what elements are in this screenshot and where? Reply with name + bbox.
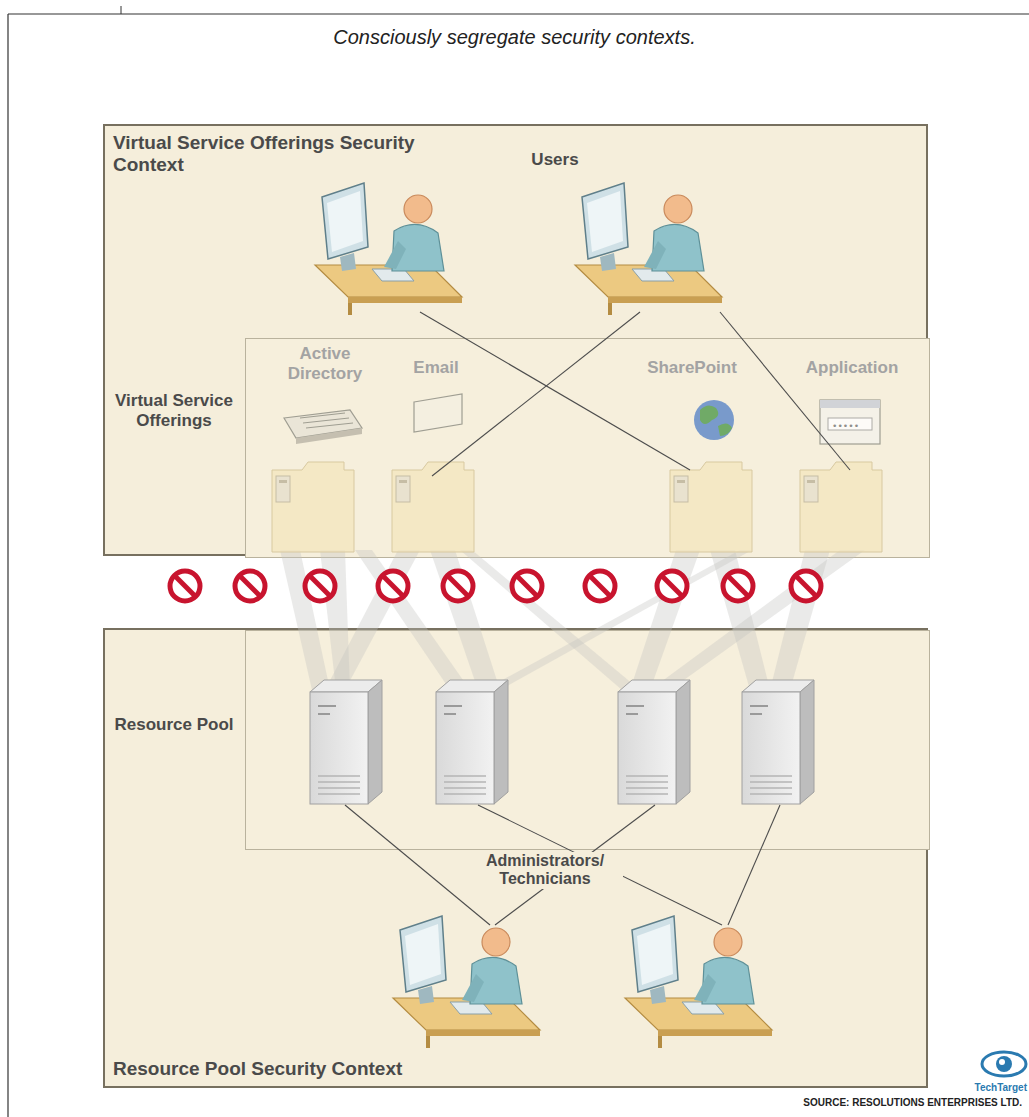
- box-heading: Resource Pool: [114, 715, 234, 735]
- source-note: SOURCE: RESOLUTIONS ENTERPRISES LTD.: [803, 1097, 1022, 1109]
- group-label: Users: [495, 150, 615, 170]
- pool-box: Resource Pool: [245, 630, 930, 850]
- box-heading: Resource Pool Security Context: [113, 1058, 453, 1080]
- diagram-title: Consciously segregate security contexts.: [0, 26, 1029, 49]
- context-panel: Virtual Service Offerings Security Conte…: [103, 124, 928, 556]
- service-label: Active Directory: [270, 344, 380, 383]
- service-label: Application: [790, 358, 914, 378]
- watermark: TechTarget: [975, 1082, 1027, 1094]
- box-heading: Virtual Service Offerings Security Conte…: [113, 132, 453, 176]
- svg-text:•••••: •••••: [832, 421, 859, 431]
- service-label: Email: [386, 358, 486, 378]
- group-label: Administrators/ Technicians: [467, 852, 623, 889]
- service-label: SharePoint: [636, 358, 748, 378]
- box-heading: Virtual Service Offerings: [114, 391, 234, 430]
